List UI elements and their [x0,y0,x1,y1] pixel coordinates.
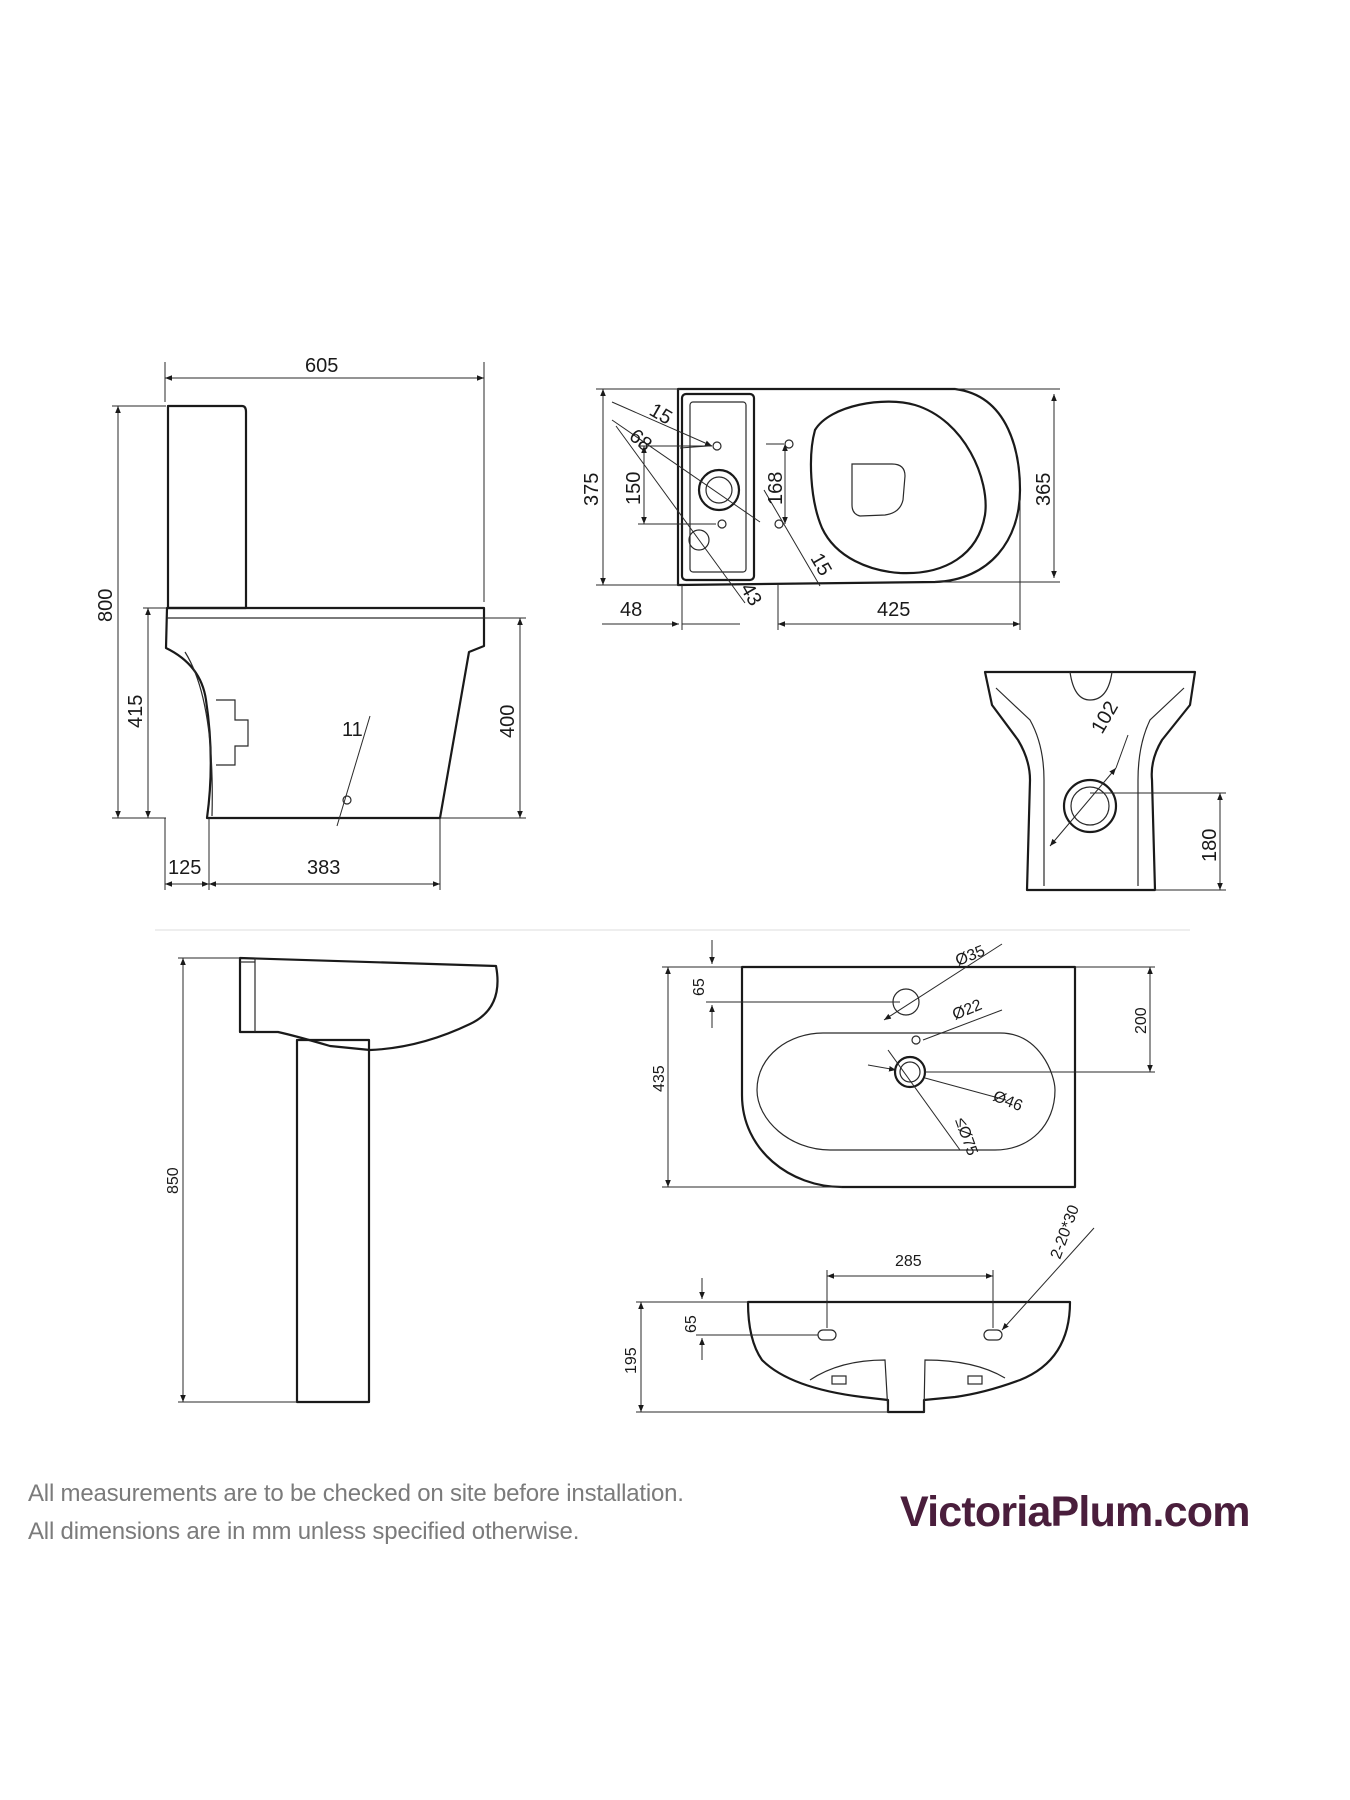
pedestal-column [295,1038,371,1404]
fixing-slot-right [983,1329,1003,1341]
dim-2x20x30: 2-20*30 [1048,1203,1083,1262]
brand-logo[interactable]: VictoriaPlum.com [900,1488,1250,1536]
dim-195: 195 [623,1347,640,1374]
dim-125: 125 [168,857,201,879]
dim-425: 425 [877,599,910,621]
dim-15-bottom: 15 [806,550,836,580]
dim-phi46: Ø46 [991,1088,1026,1115]
dim-383: 383 [307,857,340,879]
bowl-opening [851,463,906,517]
cistern-side [166,404,248,610]
dim-415: 415 [125,695,147,728]
rear-bracket-left [831,1375,847,1385]
toilet-side-view: 605 800 415 400 11 125 383 [95,355,526,890]
dim-400: 400 [497,705,519,738]
toilet-top-view: 15 68 375 150 168 365 15 43 48 425 [581,387,1060,630]
basin-bowl [756,1032,1056,1151]
dim-435: 435 [651,1065,668,1092]
inlet-hole [688,529,710,551]
basin-rear-view: 285 2-20*30 65 195 [623,1203,1095,1414]
dim-65-rear: 65 [683,1315,700,1333]
toilet-rear-view: 102 180 [983,670,1226,892]
toilet-top-outline [676,387,1022,587]
dim-65-top: 65 [691,978,708,996]
dim-phi22: Ø22 [950,997,985,1024]
dim-48: 48 [620,599,642,621]
basin-rear-outline [746,1300,1072,1414]
dim-phi35: Ø35 [953,943,988,970]
flush-hole [697,468,741,512]
outlet-notch [216,699,249,766]
dim-150: 150 [623,472,645,505]
fixing-leader [336,715,371,827]
rear-outlet [1062,778,1118,834]
dim-605: 605 [305,355,338,377]
rear-top-notch [1069,671,1113,701]
dim-180: 180 [1199,829,1221,862]
seat-top [809,400,987,575]
dim-68: 68 [625,425,656,456]
dim-800: 800 [95,589,117,622]
dim-102: 102 [1087,698,1123,738]
dim-168: 168 [765,472,787,505]
dim-phi75: ≤Ø75 [951,1116,980,1159]
rear-bracket-right [967,1375,983,1385]
inner-trap-curve [184,651,213,817]
note-measurements: All measurements are to be checked on si… [28,1480,684,1507]
note-dimensions: All dimensions are in mm unless specifie… [28,1518,580,1545]
basin-top-view: Ø35 Ø22 Ø46 ≤Ø75 65 200 435 [651,940,1155,1189]
dim-850: 850 [165,1167,182,1194]
pedestal-basin-side-view: 850 [165,956,499,1404]
pan-side [164,606,486,820]
dim-285: 285 [895,1253,922,1270]
dim-11: 11 [342,719,363,741]
dim-15-top: 15 [646,399,676,429]
basin-top-outline [740,965,1077,1189]
fixing-hole-marker [342,795,352,805]
dim-375: 375 [581,473,603,506]
overflow-hole [911,1035,921,1045]
dim-200: 200 [1133,1007,1150,1034]
basin-side [238,956,499,1052]
cistern-top [680,392,756,582]
fixing-slot-left [817,1329,837,1341]
dim-365: 365 [1033,473,1055,506]
